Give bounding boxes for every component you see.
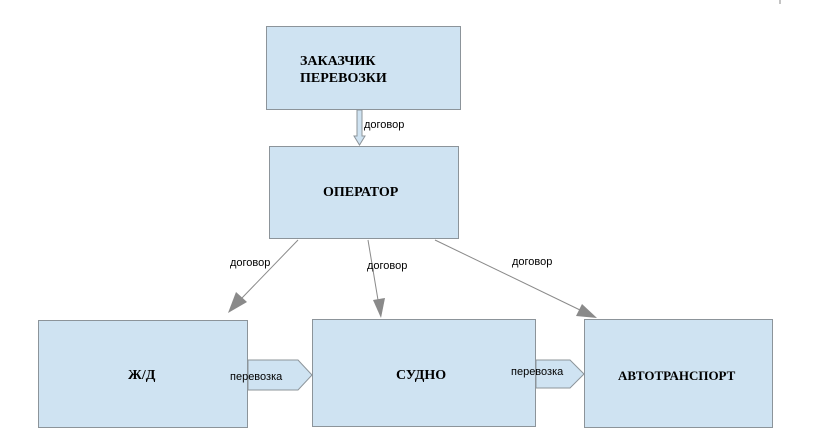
- node-operator: ОПЕРАТОР: [269, 146, 459, 239]
- node-ship-label: СУДНО: [396, 368, 447, 383]
- node-customer: ЗАКАЗЧИК ПЕРЕВОЗКИ: [266, 26, 461, 110]
- node-rail-label: Ж/Д: [128, 368, 156, 383]
- connector-operator-ship: [367, 239, 379, 301]
- node-rail: Ж/Д: [38, 320, 248, 428]
- edge-label-rail-ship: перевозка: [230, 371, 283, 383]
- edge-label-ship-truck: перевозка: [511, 366, 564, 378]
- node-truck-label: АВТОТРАНСПОРТ: [618, 368, 736, 383]
- edge-label-customer-operator: договор: [364, 119, 405, 131]
- transport-arrow-ship-truck: [535, 359, 585, 389]
- node-ship: СУДНО: [312, 319, 536, 427]
- contract-arrow-customer-operator: [353, 109, 366, 146]
- edge-label-operator-rail: договор: [230, 257, 271, 269]
- connector-operator-truck: [434, 239, 581, 311]
- node-operator-label: ОПЕРАТОР: [323, 185, 399, 200]
- arrowhead-operator-rail: [228, 292, 247, 313]
- node-truck: АВТОТРАНСПОРТ: [584, 319, 773, 428]
- node-customer-label: ЗАКАЗЧИК ПЕРЕВОЗКИ: [300, 54, 387, 86]
- arrowhead-operator-ship: [373, 298, 385, 318]
- arrowhead-operator-truck: [576, 304, 597, 318]
- edge-label-operator-truck: договор: [512, 256, 553, 268]
- connector-operator-rail: [240, 239, 299, 300]
- edge-label-operator-ship: договор: [367, 260, 408, 272]
- transport-arrow-rail-ship: [247, 359, 313, 391]
